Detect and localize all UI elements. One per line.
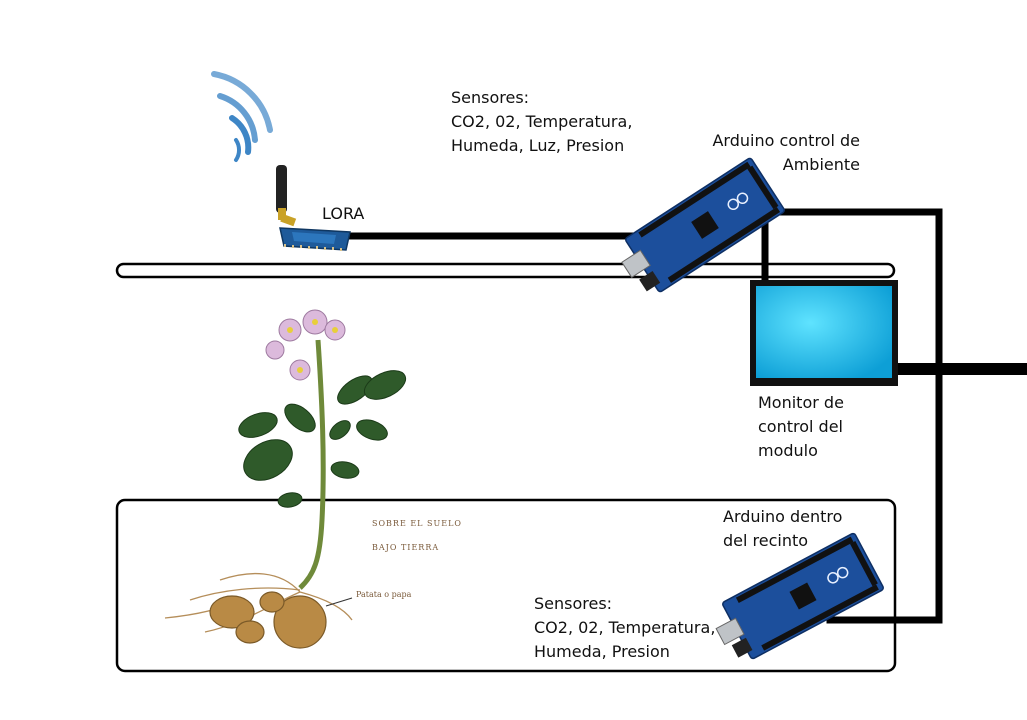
arduino-inside-line-2: del recinto xyxy=(723,531,809,550)
wires xyxy=(348,208,1027,624)
potato-plant-icon xyxy=(164,309,407,649)
underground-enclosure xyxy=(115,498,897,673)
arduino-ambient-label: Arduino control de Ambiente xyxy=(690,129,860,177)
sensors-top-line-2: CO2, 02, Temperatura, xyxy=(451,112,633,131)
monitor-label: Monitor de control del modulo xyxy=(758,391,844,463)
monitor-icon xyxy=(750,280,898,386)
monitor-line-2: control del xyxy=(758,417,843,436)
arduino-inside-label: Arduino dentro del recinto xyxy=(723,505,842,553)
monitor-line-1: Monitor de xyxy=(758,393,844,412)
sensors-bottom-line-1: Sensores: xyxy=(534,594,613,613)
wire-arduino-down xyxy=(771,208,943,624)
sensors-bottom-line-3: Humeda, Presion xyxy=(534,642,670,661)
arduino-inside-line-1: Arduino dentro xyxy=(723,507,843,526)
upper-rail xyxy=(115,262,896,279)
arduino-board-icon-top xyxy=(621,157,785,293)
sensors-top-label: Sensores: CO2, 02, Temperatura, Humeda, … xyxy=(451,86,632,158)
lora-label: LORA xyxy=(322,204,365,223)
arduino-ambient-line-1: Arduino control de xyxy=(712,131,860,150)
sensors-bottom-label: Sensores: CO2, 02, Temperatura, Humeda, … xyxy=(534,592,715,664)
plant-above-ground-label: SOBRE EL SUELO xyxy=(372,519,462,528)
antenna-icon xyxy=(276,165,297,227)
lora-module-icon xyxy=(279,227,351,251)
sensors-top-line-1: Sensores: xyxy=(451,88,530,107)
monitor-line-3: modulo xyxy=(758,441,818,460)
sensors-bottom-line-2: CO2, 02, Temperatura, xyxy=(534,618,716,637)
tuber-label: Patata o papa xyxy=(356,590,412,599)
arduino-board-icon-bottom xyxy=(715,532,884,660)
arduino-ambient-line-2: Ambiente xyxy=(782,155,860,174)
wifi-signal-icon xyxy=(211,71,273,162)
sensors-top-line-3: Humeda, Luz, Presion xyxy=(451,136,625,155)
plant-below-ground-label: BAJO TIERRA xyxy=(372,543,440,552)
